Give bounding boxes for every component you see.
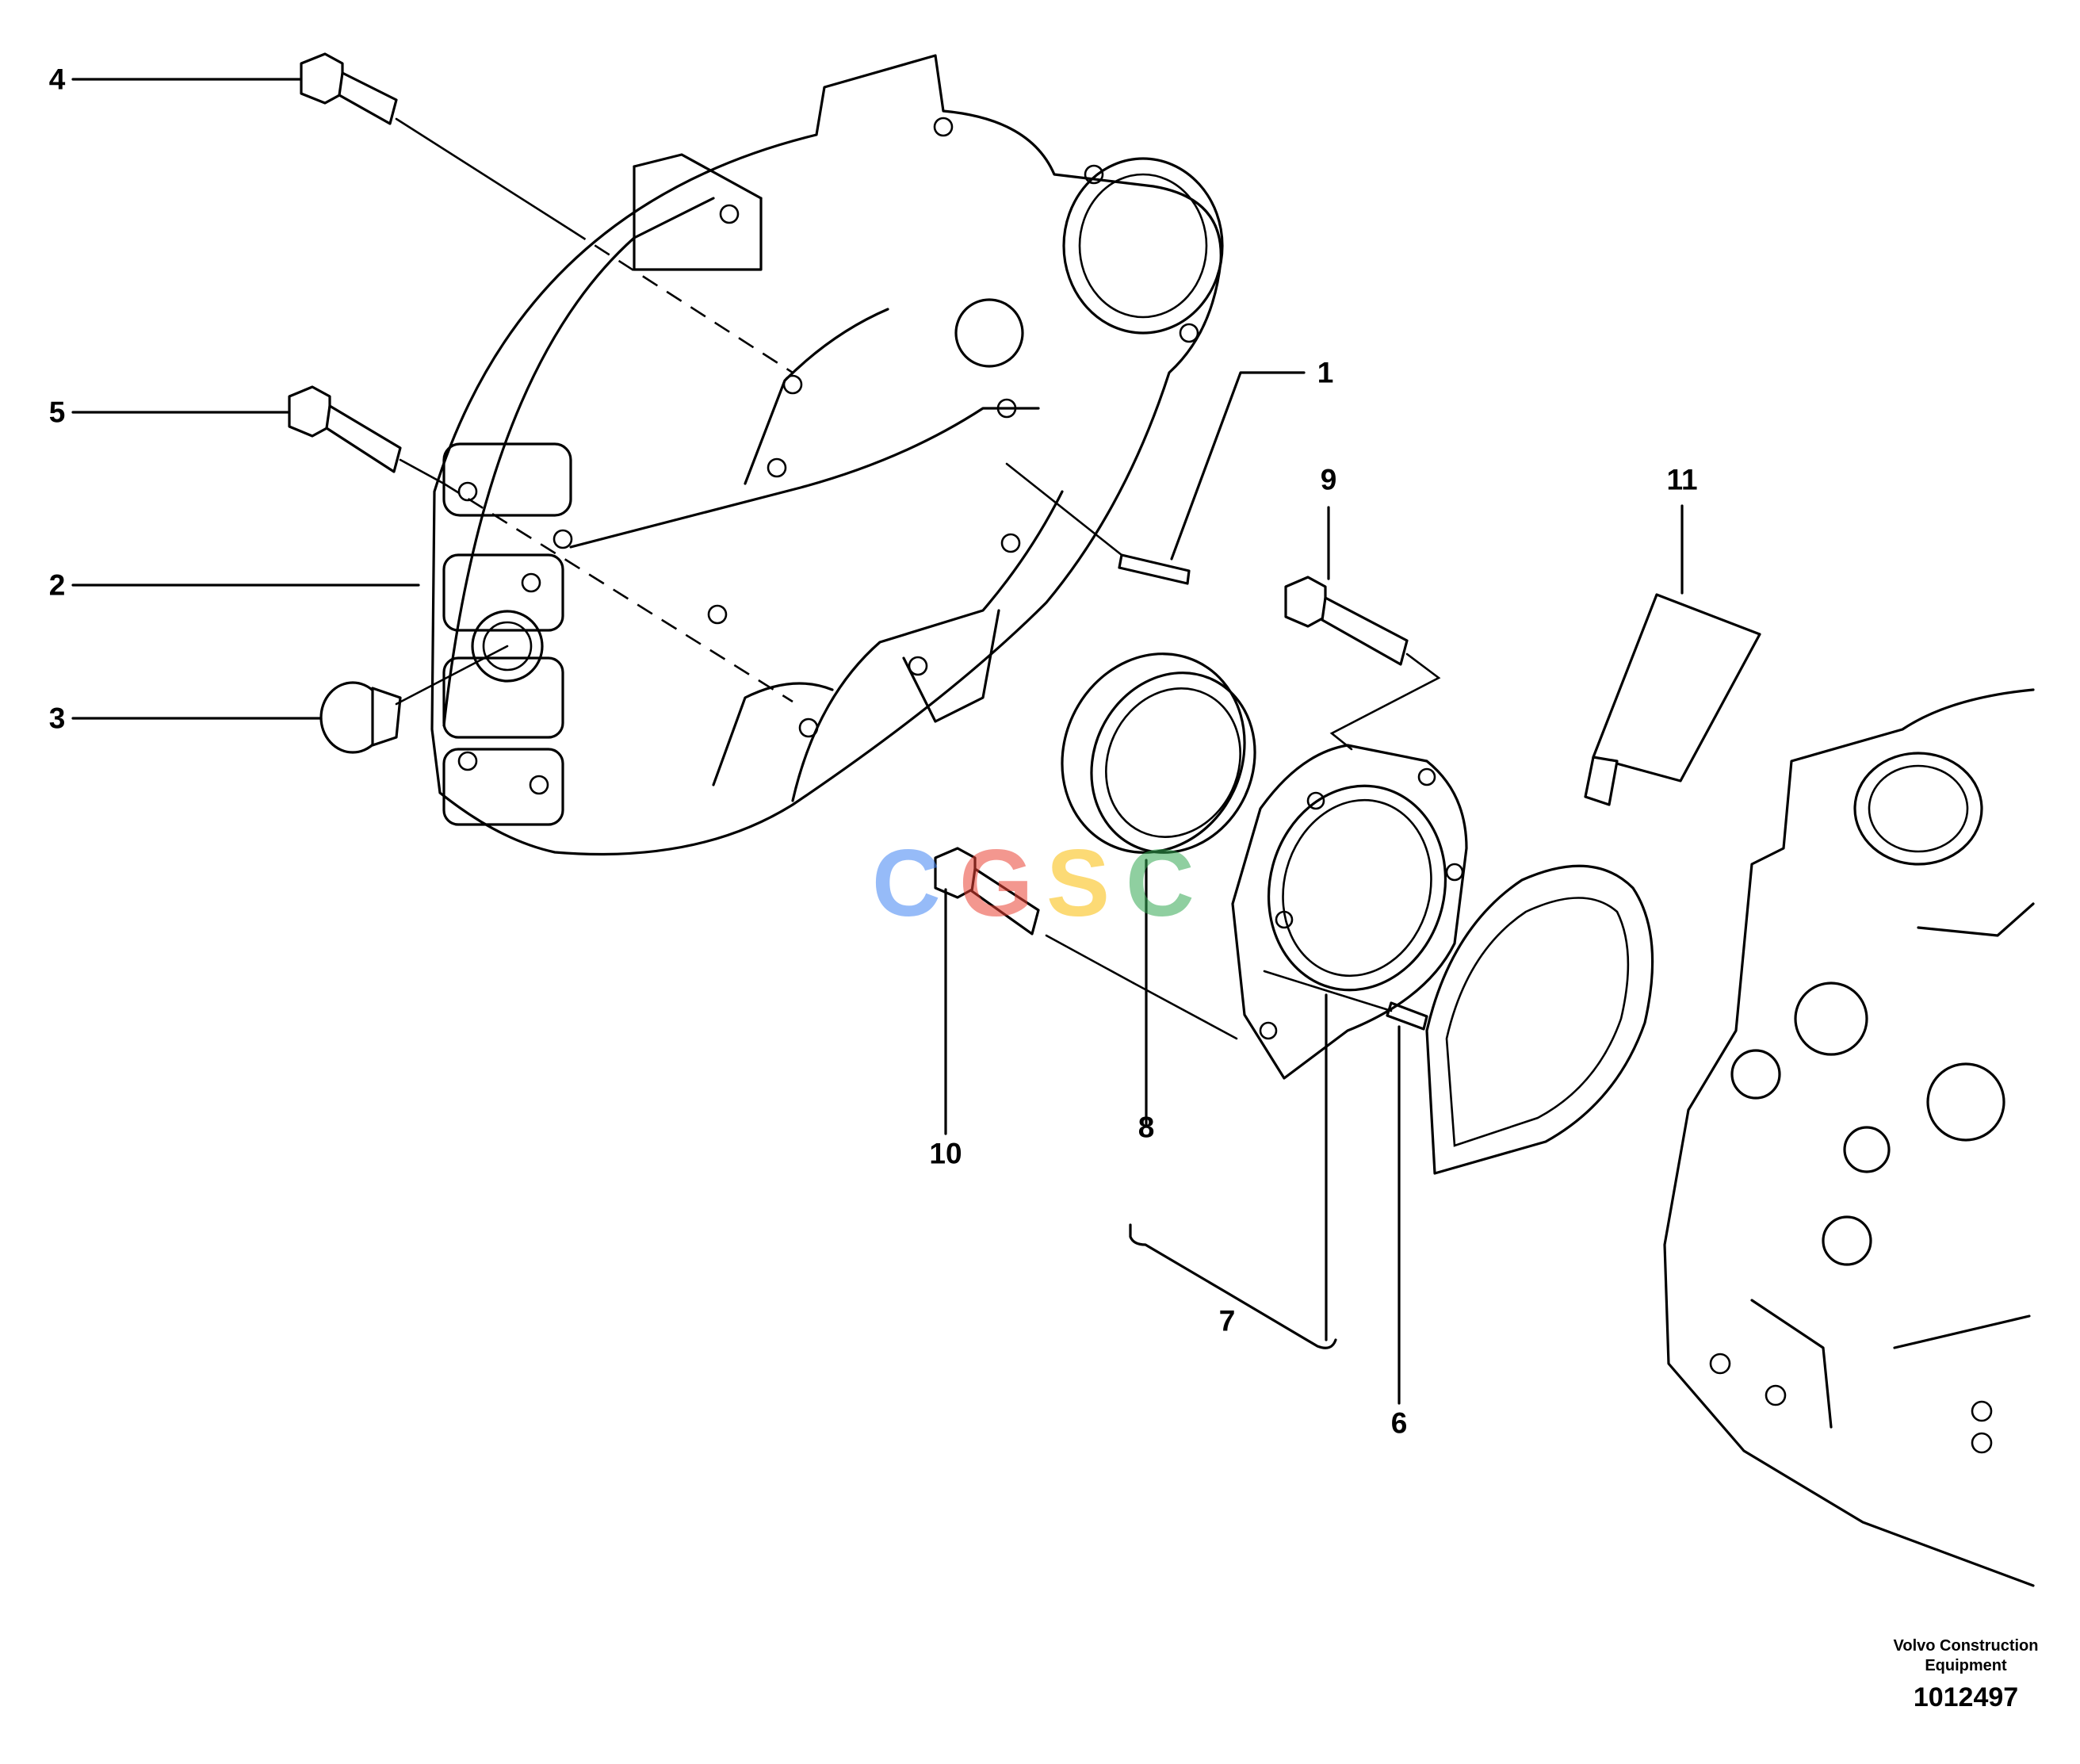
callout-3: 3 [48,702,66,735]
callout-10: 10 [929,1137,962,1170]
document-number: 1012497 [1913,1682,2019,1712]
watermark-letter-3: S [1046,830,1111,936]
alignment-lines [395,117,1441,1040]
crankshaft-seal-part-8 [1061,652,1256,854]
callout-4: 4 [48,63,66,96]
gasket [1425,864,1654,1175]
callout-11: 11 [1666,463,1698,496]
sealant-tube-part-11 [1584,593,1761,806]
callout-8: 8 [1138,1111,1155,1144]
flywheel-housing [430,54,1224,856]
seal-housing-part-7 [1231,744,1468,1080]
leader-lines [71,78,1684,1405]
dowel-pin-part-1 [1118,553,1191,585]
watermark-letter-1: C [872,830,941,936]
publisher-label: Volvo Construction Equipment [1887,1636,2045,1676]
callout-5: 5 [48,396,66,429]
callout-1: 1 [1317,356,1334,389]
callout-2: 2 [48,568,66,602]
engine-block [1663,688,2035,1587]
callout-6: 6 [1390,1406,1408,1440]
flange-bolt-part-4 [300,52,398,125]
watermark-letter-2: G [959,830,1034,936]
flange-bolt-part-10 [934,847,1040,936]
watermark-letter-4: C [1126,830,1195,936]
callout-9: 9 [1320,463,1337,496]
callout-7: 7 [1218,1304,1236,1337]
publisher-line-1: Volvo Construction [1893,1637,2039,1655]
flange-bolt-part-9 [1284,576,1409,666]
publisher-line-2: Equipment [1925,1657,2007,1674]
plug-part-3 [319,681,402,754]
flange-bolt-part-5 [288,385,402,473]
